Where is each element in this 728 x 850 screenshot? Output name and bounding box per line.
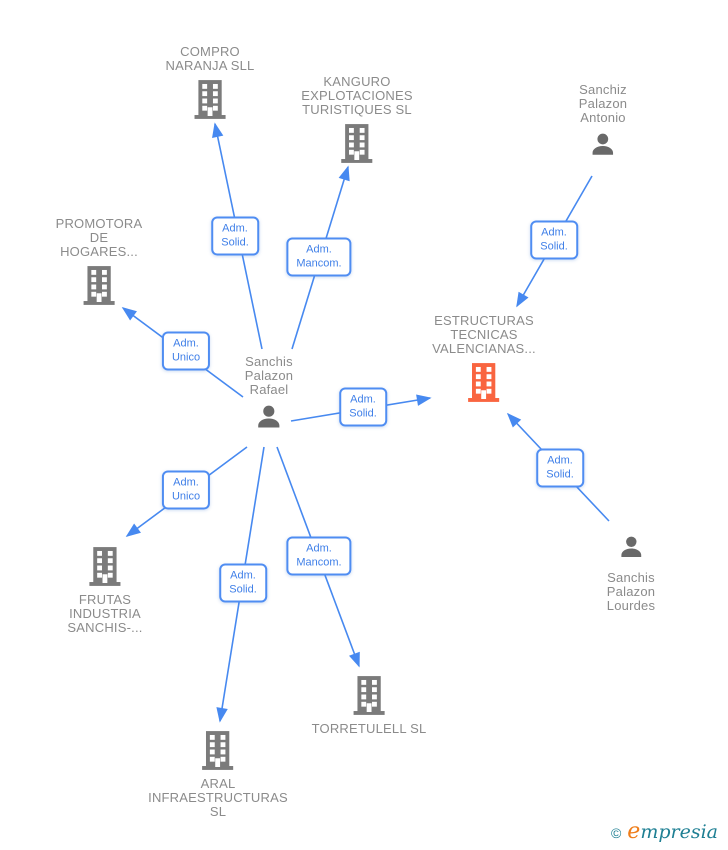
edge-label-rafael-promotora: Adm. Unico [161,331,211,371]
person-icon [616,535,645,564]
edge-label-rafael-kanguro: Adm. Mancom. [286,237,352,277]
edge-label-rafael-compro: Adm. Solid. [211,216,259,256]
node-sanchis-palazon-rafael[interactable]: Sanchis Palazon Rafael [245,355,293,435]
building-icon [82,266,115,305]
node-label: PROMOTORA DE HOGARES... [55,216,143,259]
node-label: COMPRO NARANJA SLL [165,44,255,73]
copyright-icon: © [610,825,622,841]
edge-label-rafael-frutas: Adm. Unico [161,470,211,510]
building-icon [202,731,235,770]
edge-label-lourdes-estructuras: Adm. Solid. [536,448,584,488]
building-icon [352,676,385,715]
node-label: Sanchiz Palazon Antonio [578,82,628,125]
node-estructuras-tecnicas-valencianas[interactable]: ESTRUCTURAS TECNICAS VALENCIANAS... [432,314,536,402]
building-icon [89,547,122,586]
node-label: TORRETULELL SL [311,721,427,736]
building-icon [340,124,373,163]
empresia-watermark: © empresia [611,819,718,844]
edge-label-antonio-estructuras: Adm. Solid. [530,220,578,260]
node-label: KANGURO EXPLOTACIONES TURISTIQUES SL [301,74,413,117]
empresia-logo: empresia [627,819,718,844]
node-kanguro[interactable]: KANGURO EXPLOTACIONES TURISTIQUES SL [301,74,413,163]
node-promotora-de-hogares[interactable]: PROMOTORA DE HOGARES... [56,217,143,305]
building-icon [194,80,227,119]
node-label: Sanchis Palazon Rafael [244,354,294,397]
person-icon [588,132,618,162]
node-compro-naranja[interactable]: COMPRO NARANJA SLL [166,45,255,119]
node-frutas-industria-sanchis[interactable]: FRUTAS INDUSTRIA SANCHIS-... [67,547,142,635]
edge-label-rafael-aral: Adm. Solid. [219,563,267,603]
building-icon-highlighted [467,363,500,402]
edge-label-rafael-estructuras: Adm. Solid. [339,387,387,427]
node-sanchis-palazon-lourdes[interactable]: Sanchis Palazon Lourdes [607,535,655,613]
person-icon [253,404,285,435]
node-label: Sanchis Palazon Lourdes [606,570,656,613]
node-sanchiz-palazon-antonio[interactable]: Sanchiz Palazon Antonio [579,83,627,162]
node-label: FRUTAS INDUSTRIA SANCHIS-... [67,592,143,635]
node-aral-infraestructuras[interactable]: ARAL INFRAESTRUCTURAS SL [148,731,288,819]
edge-label-rafael-torretulell: Adm. Mancom. [286,536,352,576]
node-torretulell[interactable]: TORRETULELL SL [312,676,427,736]
node-label: ESTRUCTURAS TECNICAS VALENCIANAS... [432,313,536,356]
node-label: ARAL INFRAESTRUCTURAS SL [148,776,288,819]
